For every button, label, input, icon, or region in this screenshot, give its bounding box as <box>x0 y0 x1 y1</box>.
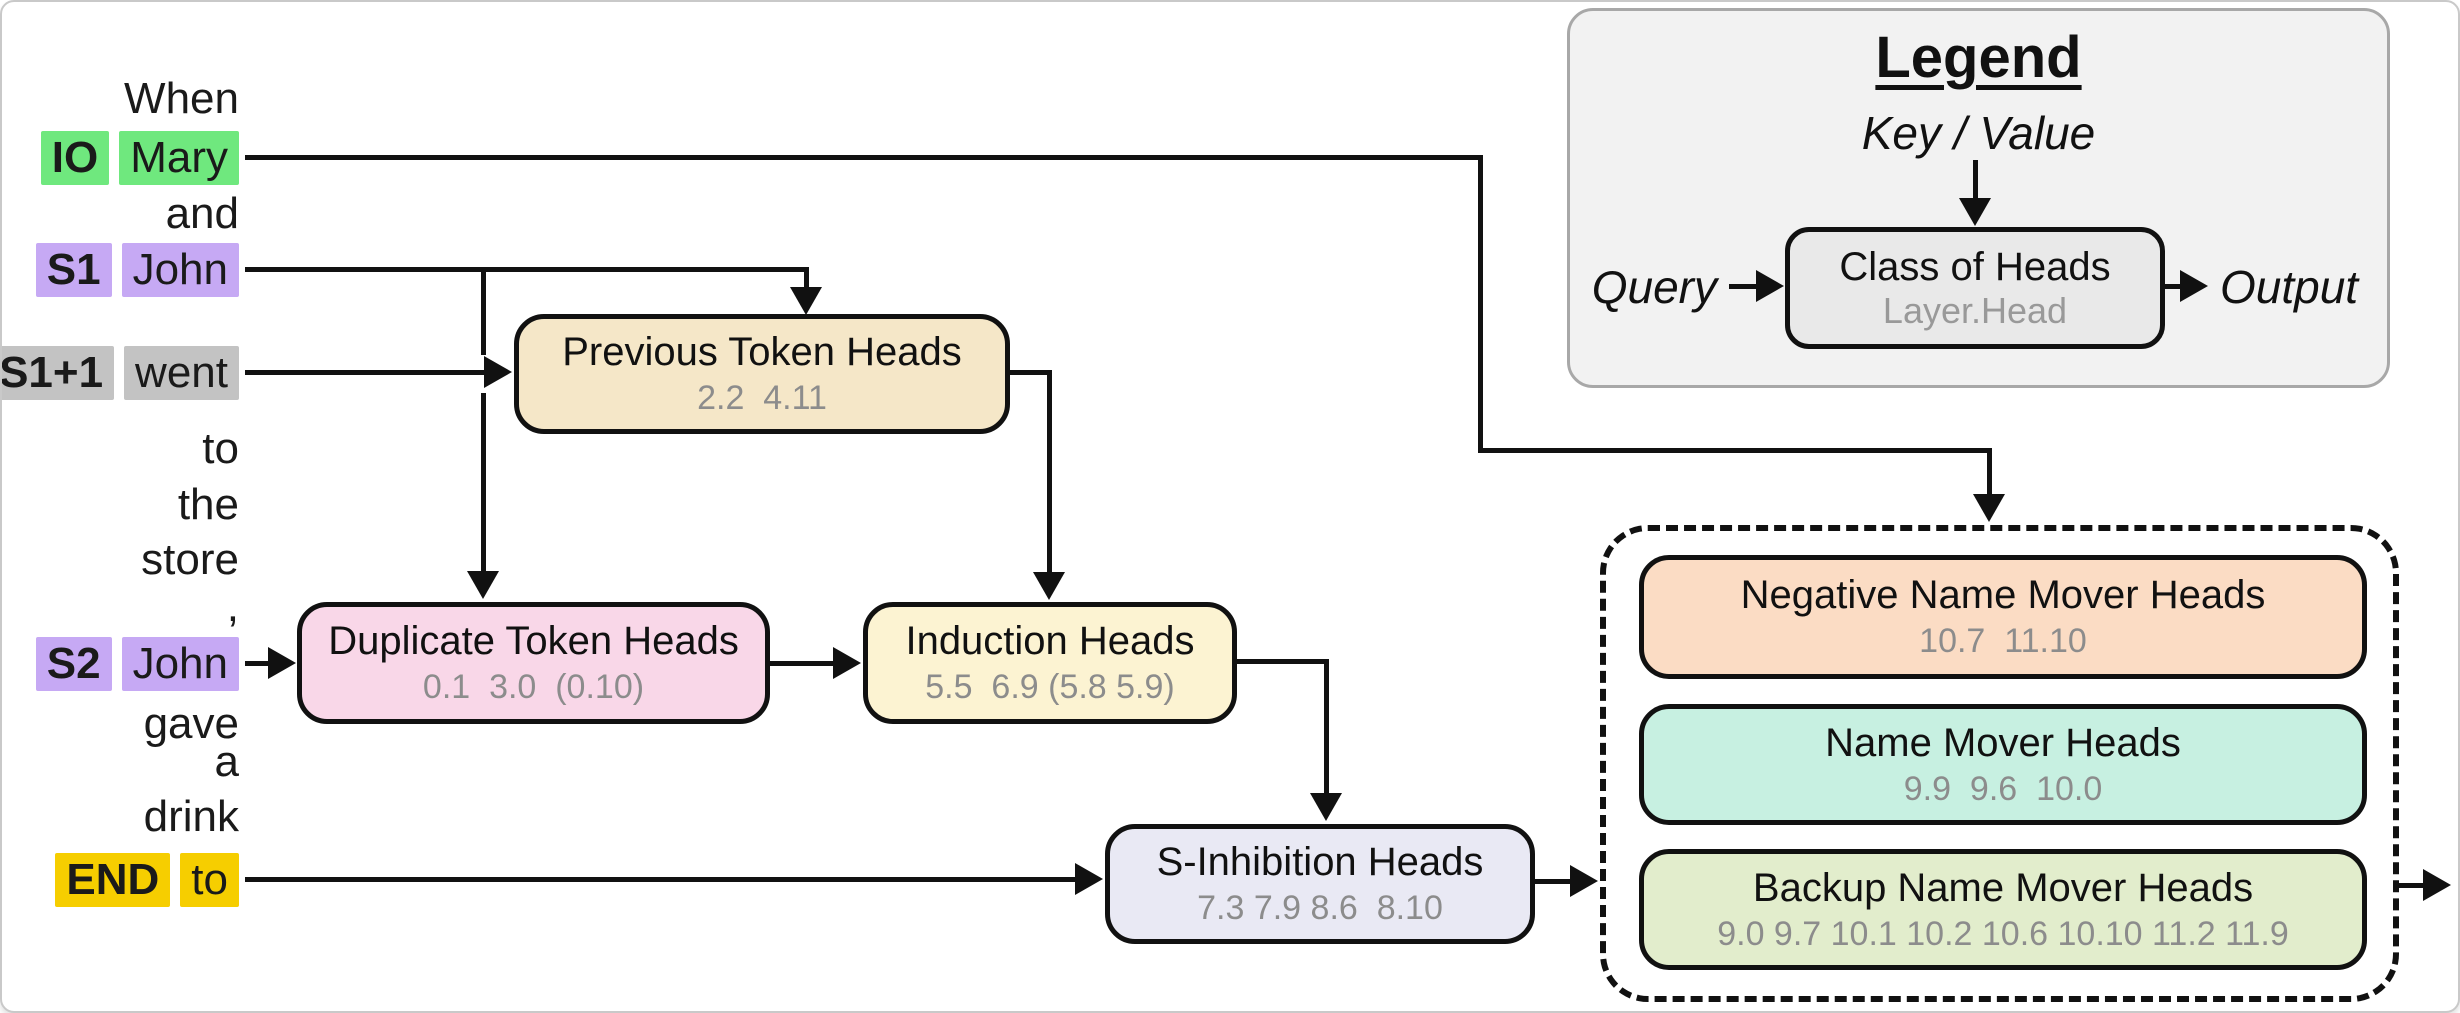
name-mover-heads-box: Name Mover Heads 9.9 9.6 10.0 <box>1639 704 2367 825</box>
box-title: Backup Name Mover Heads <box>1752 865 2254 910</box>
box-heads: 5.5 6.9 (5.8 5.9) <box>925 668 1175 706</box>
box-heads: 9.9 9.6 10.0 <box>1903 769 2103 808</box>
token-word: a <box>214 737 239 786</box>
token-row: store <box>2 533 239 587</box>
arrowhead-right-icon <box>1756 270 1784 302</box>
box-title: Previous Token Heads <box>562 330 962 374</box>
s-inhibition-heads-box: S-Inhibition Heads 7.3 7.9 8.6 8.10 <box>1105 824 1535 944</box>
arrowhead-down-icon <box>1959 198 1991 226</box>
token-word: store <box>141 535 239 584</box>
token-tag-end: END <box>55 853 171 907</box>
token-row: a <box>2 735 239 789</box>
token-row: S2 John <box>2 637 239 691</box>
arrowhead-right-icon <box>2423 869 2451 901</box>
arrow-s2-to-duplicate <box>245 661 269 666</box>
token-word: to <box>202 424 239 473</box>
token-word: the <box>177 480 239 529</box>
legend-key-value-label: Key / Value <box>1861 107 2096 159</box>
arrow-s1-to-previous-seg2 <box>804 267 809 289</box>
induction-heads-box: Induction Heads 5.5 6.9 (5.8 5.9) <box>863 602 1237 724</box>
legend-query-arrow <box>1729 284 1757 289</box>
token-tag-s2: S2 <box>35 637 112 691</box>
backup-name-mover-heads-box: Backup Name Mover Heads 9.0 9.7 10.1 10.… <box>1639 849 2367 970</box>
arrow-end-to-sinhibition <box>245 877 1075 882</box>
legend-class-title: Class of Heads <box>1839 244 2111 289</box>
arrow-s1-to-previous-seg1 <box>245 267 809 272</box>
token-row: drink <box>2 790 239 844</box>
name-mover-group-box <box>1600 525 2399 1002</box>
arrowhead-down-icon <box>467 571 499 599</box>
arrow-io-to-group-seg1 <box>245 155 1481 160</box>
legend-class-subtitle: Layer.Head <box>1882 289 2068 331</box>
negative-name-mover-heads-box: Negative Name Mover Heads 10.7 11.10 <box>1639 555 2367 679</box>
arrow-induction-to-sinhibition-seg2 <box>1324 659 1329 793</box>
box-title: Induction Heads <box>905 619 1195 663</box>
legend-keyvalue-arrow <box>1973 160 1978 198</box>
arrow-s1-to-duplicate-seg2 <box>481 393 486 571</box>
box-title: Duplicate Token Heads <box>328 619 739 663</box>
duplicate-token-heads-box: Duplicate Token Heads 0.1 3.0 (0.10) <box>297 602 770 724</box>
token-tag-io: IO <box>40 131 110 185</box>
arrowhead-right-icon <box>268 647 296 679</box>
token-word: John <box>121 243 239 297</box>
token-tag-s1plus1: S1+1 <box>2 346 115 400</box>
token-word: When <box>124 74 239 123</box>
token-row: IO Mary <box>2 131 239 185</box>
arrowhead-right-icon <box>1075 863 1103 895</box>
arrow-io-to-group-seg3 <box>1478 448 1992 453</box>
arrow-sinhibition-to-group <box>1535 879 1570 884</box>
token-tag-s1: S1 <box>35 243 112 297</box>
token-word: gave <box>143 699 239 748</box>
arrowhead-down-icon <box>1033 572 1065 600</box>
box-title: S-Inhibition Heads <box>1156 840 1484 884</box>
token-row: , <box>2 580 239 634</box>
box-heads: 2.2 4.11 <box>697 379 827 417</box>
box-heads: 7.3 7.9 8.6 8.10 <box>1197 889 1443 927</box>
arrowhead-down-icon <box>1973 494 2005 522</box>
arrowhead-down-icon <box>790 287 822 315</box>
token-word: Mary <box>119 131 239 185</box>
token-word: and <box>165 189 239 238</box>
arrow-previous-to-induction-seg1 <box>1010 370 1052 375</box>
token-row: the <box>2 478 239 532</box>
token-row: S1 John <box>2 243 239 297</box>
box-heads: 9.0 9.7 10.1 10.2 10.6 10.10 11.2 11.9 <box>1717 914 2289 953</box>
token-row: to <box>2 422 239 476</box>
box-title: Negative Name Mover Heads <box>1740 573 2266 617</box>
token-word: went <box>124 346 239 400</box>
arrow-group-to-output <box>2399 883 2423 888</box>
arrowhead-right-icon <box>484 356 512 388</box>
token-row: and <box>2 187 239 241</box>
legend-title: Legend <box>1875 25 2082 90</box>
arrow-duplicate-to-induction <box>770 661 833 666</box>
arrowhead-right-icon <box>2180 270 2208 302</box>
box-title: Name Mover Heads <box>1825 720 2181 765</box>
legend-query-label: Query <box>1591 261 1717 313</box>
arrowhead-right-icon <box>1570 865 1598 897</box>
previous-token-heads-box: Previous Token Heads 2.2 4.11 <box>514 314 1010 434</box>
arrowhead-right-icon <box>833 647 861 679</box>
box-heads: 0.1 3.0 (0.10) <box>422 668 645 706</box>
arrow-previous-to-induction-seg2 <box>1047 370 1052 572</box>
arrow-induction-to-sinhibition-seg1 <box>1237 659 1329 664</box>
token-word: John <box>121 637 239 691</box>
token-word: , <box>226 582 239 631</box>
arrow-s1-to-duplicate-seg1 <box>481 267 486 355</box>
legend-output-label: Output <box>2220 261 2359 313</box>
token-row: END to <box>2 853 239 907</box>
legend-class-of-heads-box: Class of Heads Layer.Head <box>1785 227 2165 349</box>
token-row: When <box>2 72 239 126</box>
box-heads: 10.7 11.10 <box>1919 622 2087 660</box>
token-word: drink <box>143 792 239 841</box>
token-row: gave <box>2 697 239 751</box>
arrow-s1plus1-to-previous <box>245 370 485 375</box>
arrow-io-to-group-seg4 <box>1987 448 1992 494</box>
arrow-io-to-group-seg2 <box>1478 155 1483 453</box>
token-row: S1+1 went <box>2 346 239 400</box>
arrowhead-down-icon <box>1310 793 1342 821</box>
legend-output-arrow <box>2165 284 2181 289</box>
token-word: to <box>180 853 239 907</box>
